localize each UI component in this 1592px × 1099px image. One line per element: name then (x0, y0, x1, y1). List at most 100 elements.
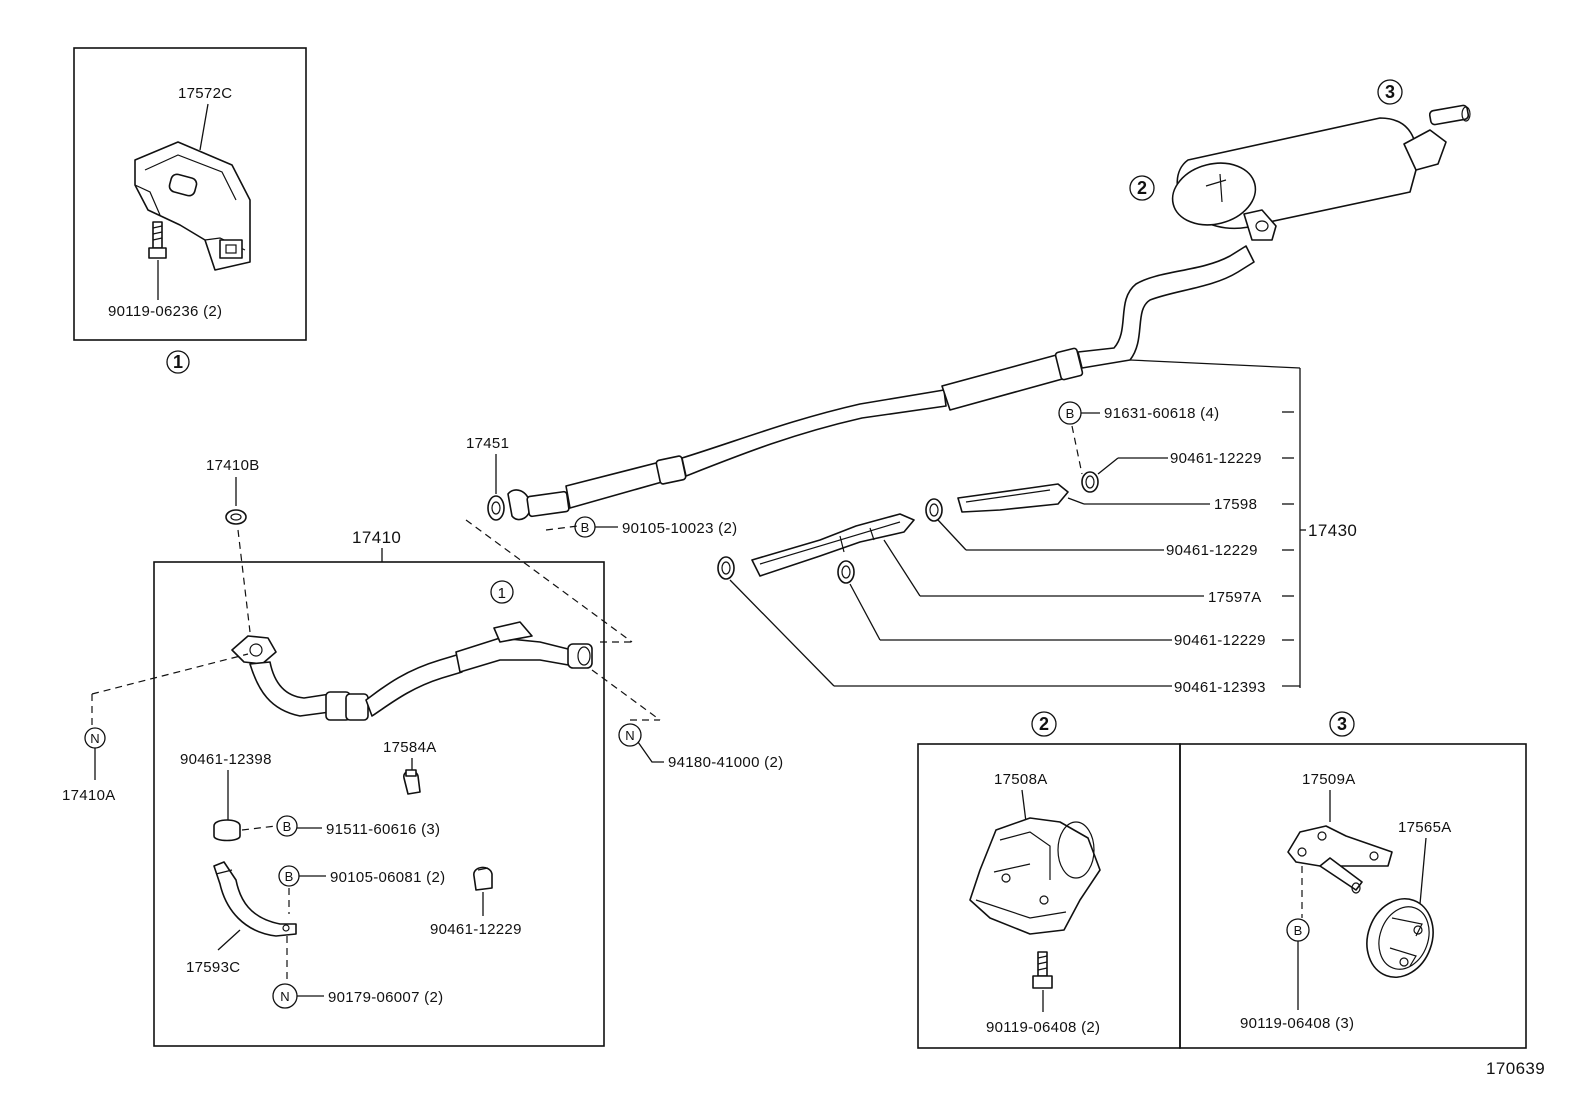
ring-90461-12398 (213, 819, 241, 842)
item-3-leader-a (937, 519, 967, 551)
inset-2-number: 2 (1039, 714, 1049, 734)
item-0-label: 91631-60618 (4) (1104, 405, 1219, 422)
bolt-b1-symbol-circle (276, 815, 298, 837)
bolt-b1-dash (241, 825, 277, 831)
ring-item-3 (925, 498, 943, 522)
front-pipe-section: 17410B 17410 1 N 17410A 17584A (62, 457, 783, 1047)
bolt-b2-symbol: B (285, 869, 294, 884)
clip-front-label: 90461-12229 (430, 921, 522, 938)
assembly-17430-label: 17430 (1308, 521, 1357, 540)
ring-label: 90461-12398 (180, 751, 272, 768)
nut-label: 90179-06007 (2) (328, 989, 443, 1006)
inset-1-number: 1 (173, 352, 183, 372)
item-5-leader-a (849, 583, 881, 641)
insulator-17598 (957, 483, 1069, 513)
joint-dash-a (465, 519, 633, 643)
joint-gasket-label: 17451 (466, 435, 509, 452)
item-1-leader-a (1097, 457, 1119, 475)
bracket-label: 17593C (186, 959, 240, 976)
item-0-dash (1071, 425, 1083, 475)
gasket-left-dash-a (91, 653, 249, 695)
inset-1: 17572C 90119-06236 (2) 1 (73, 47, 307, 374)
item-0-symbol: B (1066, 406, 1075, 421)
item-6-label: 90461-12393 (1174, 679, 1266, 696)
ring-item-6 (717, 556, 735, 580)
right-nut-label: 94180-41000 (2) (668, 754, 783, 771)
gasket-left-symbol: N (90, 731, 99, 746)
assembly-top-leader (1129, 359, 1301, 369)
inset-3-hanger-leader (1419, 837, 1427, 905)
inset-3-bracket-label: 17509A (1302, 771, 1356, 788)
inset-2-number-circle (1031, 711, 1057, 737)
insets-2-3: 2 3 17508A 90119-06408 (2) 17509A (917, 711, 1527, 1049)
marker-3: 3 (1385, 82, 1395, 102)
inset-3-hanger-label: 17565A (1398, 819, 1452, 836)
gasket-top-dash (237, 529, 251, 633)
front-pipe-ref-number: 1 (498, 585, 507, 602)
gasket-17451 (487, 495, 505, 521)
joint-section: 17451 B 90105-10023 (2) (466, 435, 737, 538)
marker-3-circle (1377, 79, 1403, 105)
bolt-90119-06408-inset2 (1032, 951, 1053, 989)
item-4-label: 17597A (1208, 589, 1262, 606)
inset-1-part-label: 17572C (178, 85, 232, 102)
inset-2-part-leader (1021, 789, 1027, 823)
inset-1-frame (73, 47, 307, 341)
clamp-17584a (403, 769, 421, 795)
bracket-17593c (213, 861, 297, 937)
inset-2-part-label: 17508A (994, 771, 1048, 788)
muffler (1171, 104, 1471, 241)
bolt-90119-06236 (148, 221, 167, 259)
bolt-b2-label: 90105-06081 (2) (330, 869, 445, 886)
right-nut-symbol: N (625, 728, 634, 743)
gasket-left-label: 17410A (62, 787, 116, 804)
front-exhaust-pipe (231, 621, 593, 721)
gasket-17410b (225, 509, 247, 525)
joint-bolt-label: 90105-10023 (2) (622, 520, 737, 537)
item-6-leader-a (729, 579, 835, 687)
front-pipe-ref-circle (490, 580, 514, 604)
clamp-17584a-label: 17584A (383, 739, 437, 756)
bracket-17509a (1287, 825, 1393, 894)
bolt-b1-label: 91511-60616 (3) (326, 821, 440, 838)
hanger-17508a (969, 817, 1101, 935)
insulator-17597a (751, 513, 915, 577)
item-1-label: 90461-12229 (1170, 450, 1262, 467)
rubber-hanger-17565a (1366, 898, 1434, 978)
joint-bolt-dash (545, 525, 579, 531)
clip-90461-12229-front (473, 866, 493, 891)
item-5-label: 90461-12229 (1174, 632, 1266, 649)
inset-3-frame (1179, 743, 1527, 1049)
bolt-b1-symbol: B (283, 819, 292, 834)
front-pipe-frame (153, 561, 605, 1047)
right-nut-symbol-circle (618, 723, 642, 747)
item-2-label: 17598 (1214, 496, 1257, 513)
right-nut-leader (637, 741, 664, 763)
inset-2-bolt-label: 90119-06408 (2) (986, 1019, 1100, 1036)
item-3-label: 90461-12229 (1166, 542, 1258, 559)
inset-1-bolt-label: 90119-06236 (2) (108, 303, 222, 320)
inset-3-bolt-symbol: B (1294, 923, 1303, 938)
bracket-leader (217, 929, 241, 951)
inset-3-bolt-label: 90119-06408 (3) (1240, 1015, 1354, 1032)
inset-1-number-circle (166, 350, 190, 374)
assembly-17410-label: 17410 (352, 528, 401, 547)
marker-2-circle (1129, 175, 1155, 201)
gasket-top-label: 17410B (206, 457, 260, 474)
inset-1-leader (199, 103, 209, 151)
inset-3-number: 3 (1337, 714, 1347, 734)
nut-symbol: N (280, 989, 289, 1004)
tail-pipe-assembly: 2 3 17430 B 91631-60618 (4) 90461-12229 … (507, 79, 1471, 696)
joint-bolt-symbol: B (581, 520, 590, 535)
heat-insulator-17572c (134, 141, 251, 271)
item-4-leader-a (883, 539, 921, 597)
ring-item-1 (1081, 471, 1099, 493)
marker-2: 2 (1137, 178, 1147, 198)
inset-3-number-circle (1329, 711, 1355, 737)
ring-item-5 (837, 560, 855, 584)
joint-dash-c (591, 669, 661, 721)
diagram-id: 170639 (1486, 1059, 1545, 1078)
item-2-leader-a (1067, 497, 1085, 505)
